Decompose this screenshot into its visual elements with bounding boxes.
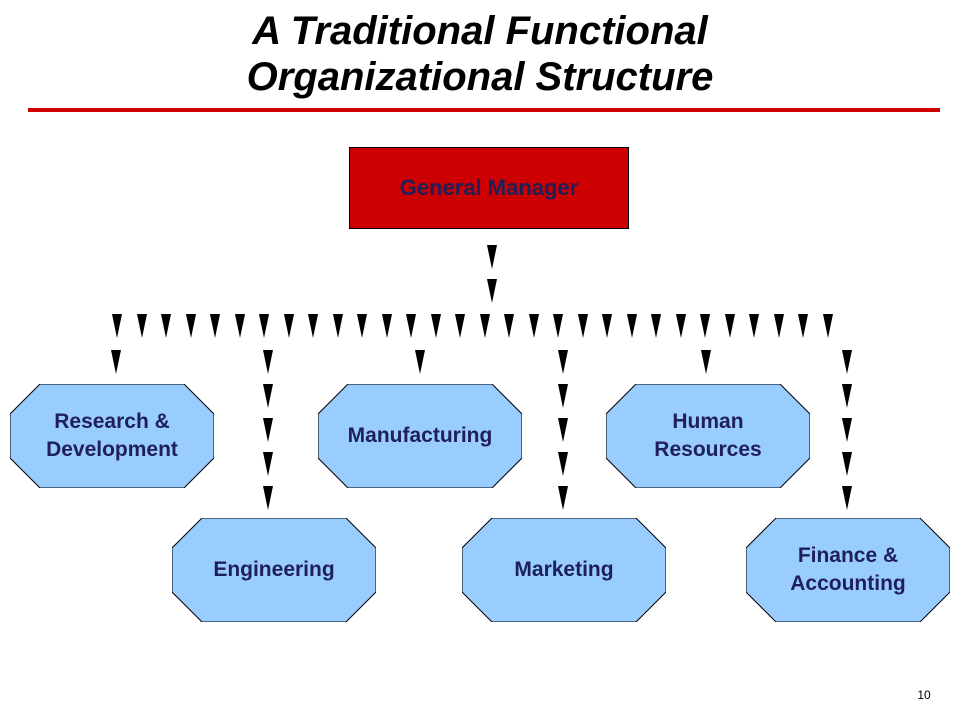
- connector-arrowhead: [455, 314, 465, 338]
- department-label-line: Engineering: [213, 558, 335, 581]
- connector-arrowhead: [558, 384, 568, 408]
- connector-arrowhead: [842, 384, 852, 408]
- connector-arrowhead: [487, 245, 497, 269]
- connector-arrowhead: [578, 314, 588, 338]
- connector-arrowhead: [284, 314, 294, 338]
- connector-arrowhead: [431, 314, 441, 338]
- connector-arrowhead: [749, 314, 759, 338]
- connector-arrowhead: [651, 314, 661, 338]
- department-label-line: Finance &: [797, 544, 899, 567]
- department-marketing: Marketing: [462, 518, 666, 622]
- department-label-line: Manufacturing: [347, 424, 493, 447]
- general-manager-label: General Manager: [399, 175, 579, 200]
- department-engineering: Engineering: [172, 518, 376, 622]
- connector-arrowhead: [161, 314, 171, 338]
- connector-arrowhead: [553, 314, 563, 338]
- connector-arrowhead: [676, 314, 686, 338]
- department-label-line: Resources: [654, 438, 762, 461]
- department-label-line: Human: [672, 410, 744, 433]
- connector-arrowhead: [333, 314, 343, 338]
- connector-arrowhead: [701, 350, 711, 374]
- connector-arrowhead: [725, 314, 735, 338]
- connector-arrowhead: [823, 314, 833, 338]
- department-label-line: Accounting: [790, 572, 906, 595]
- connector-arrowhead: [382, 314, 392, 338]
- connector-arrowhead: [263, 350, 273, 374]
- connector-arrowhead: [504, 314, 514, 338]
- connector-arrowhead: [259, 314, 269, 338]
- department-label-line: Research &: [54, 410, 170, 433]
- department-finance-accounting: Finance & Accounting: [746, 518, 950, 622]
- title-underline: [28, 108, 940, 112]
- connector-arrowhead: [558, 350, 568, 374]
- connector-arrowhead: [842, 418, 852, 442]
- connector-arrowhead: [798, 314, 808, 338]
- department-research-development: Research & Development: [10, 384, 214, 488]
- connector-arrowhead: [700, 314, 710, 338]
- connector-arrowhead: [558, 418, 568, 442]
- connector-arrowhead: [263, 418, 273, 442]
- page-number: 10: [917, 688, 931, 702]
- connector-arrowhead: [186, 314, 196, 338]
- connector-arrowhead: [602, 314, 612, 338]
- connector-arrowhead: [415, 350, 425, 374]
- connector-arrowhead: [558, 486, 568, 510]
- connector-arrowhead: [842, 486, 852, 510]
- connector-arrowhead: [112, 314, 122, 338]
- connector-arrowhead: [558, 452, 568, 476]
- connector-arrowhead: [235, 314, 245, 338]
- connector-arrowhead: [263, 384, 273, 408]
- connector-arrowhead: [627, 314, 637, 338]
- connector-arrowhead: [774, 314, 784, 338]
- connector-arrowhead: [406, 314, 416, 338]
- connector-arrowhead: [487, 279, 497, 303]
- slide-title: A Traditional Functional Organizational …: [0, 8, 960, 100]
- connector-arrowhead: [842, 452, 852, 476]
- connector-arrowhead: [529, 314, 539, 338]
- connector-arrowhead: [480, 314, 490, 338]
- connector-arrowhead: [137, 314, 147, 338]
- title-line-1: A Traditional Functional: [252, 9, 708, 53]
- connector-arrowhead: [263, 452, 273, 476]
- connector-arrowhead: [111, 350, 121, 374]
- connector-arrowhead: [842, 350, 852, 374]
- general-manager-box: General Manager: [349, 147, 629, 229]
- title-line-2: Organizational Structure: [246, 55, 714, 99]
- connector-arrowhead: [210, 314, 220, 338]
- connector-arrowhead: [308, 314, 318, 338]
- department-label-line: Marketing: [514, 558, 614, 581]
- department-manufacturing: Manufacturing: [318, 384, 522, 488]
- connector-arrowhead: [357, 314, 367, 338]
- connector-arrowhead: [263, 486, 273, 510]
- department-label-line: Development: [46, 438, 178, 461]
